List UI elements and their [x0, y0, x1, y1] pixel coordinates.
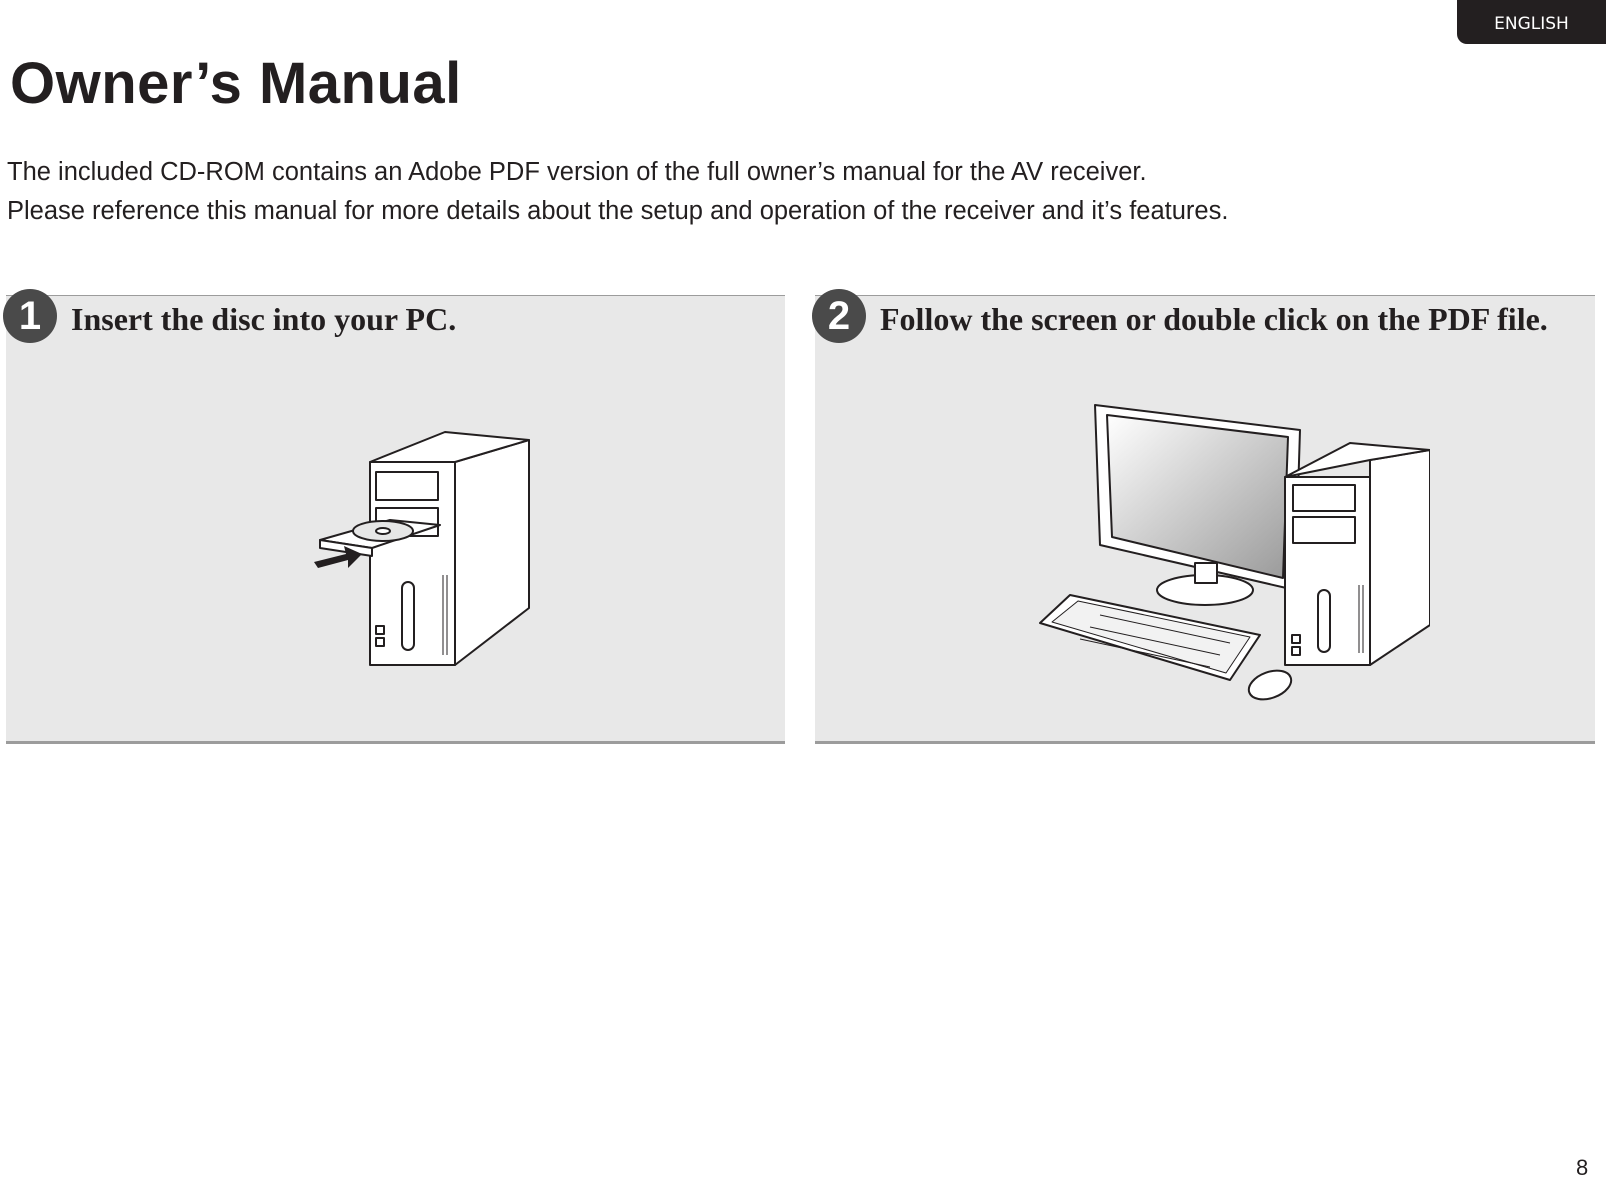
intro-line-1: The included CD-ROM contains an Adobe PD… [7, 158, 1147, 186]
step-1-text: Insert the disc into your PC. [71, 301, 457, 337]
step-1-number: 1 [3, 289, 57, 343]
pc-tower-disc-insert-icon [314, 431, 530, 666]
intro-line-2: Please reference this manual for more de… [7, 197, 1229, 225]
step-2-text: Follow the screen or double click on the… [880, 301, 1548, 337]
desktop-computer-icon [1039, 404, 1430, 701]
language-tab[interactable]: ENGLISH [1457, 0, 1606, 44]
step-2-number: 2 [812, 289, 866, 343]
page-number: 8 [1576, 1155, 1589, 1180]
intro-text: The included CD-ROM contains an Adobe PD… [7, 153, 1228, 231]
page-title: Owner’s Manual [10, 51, 462, 116]
